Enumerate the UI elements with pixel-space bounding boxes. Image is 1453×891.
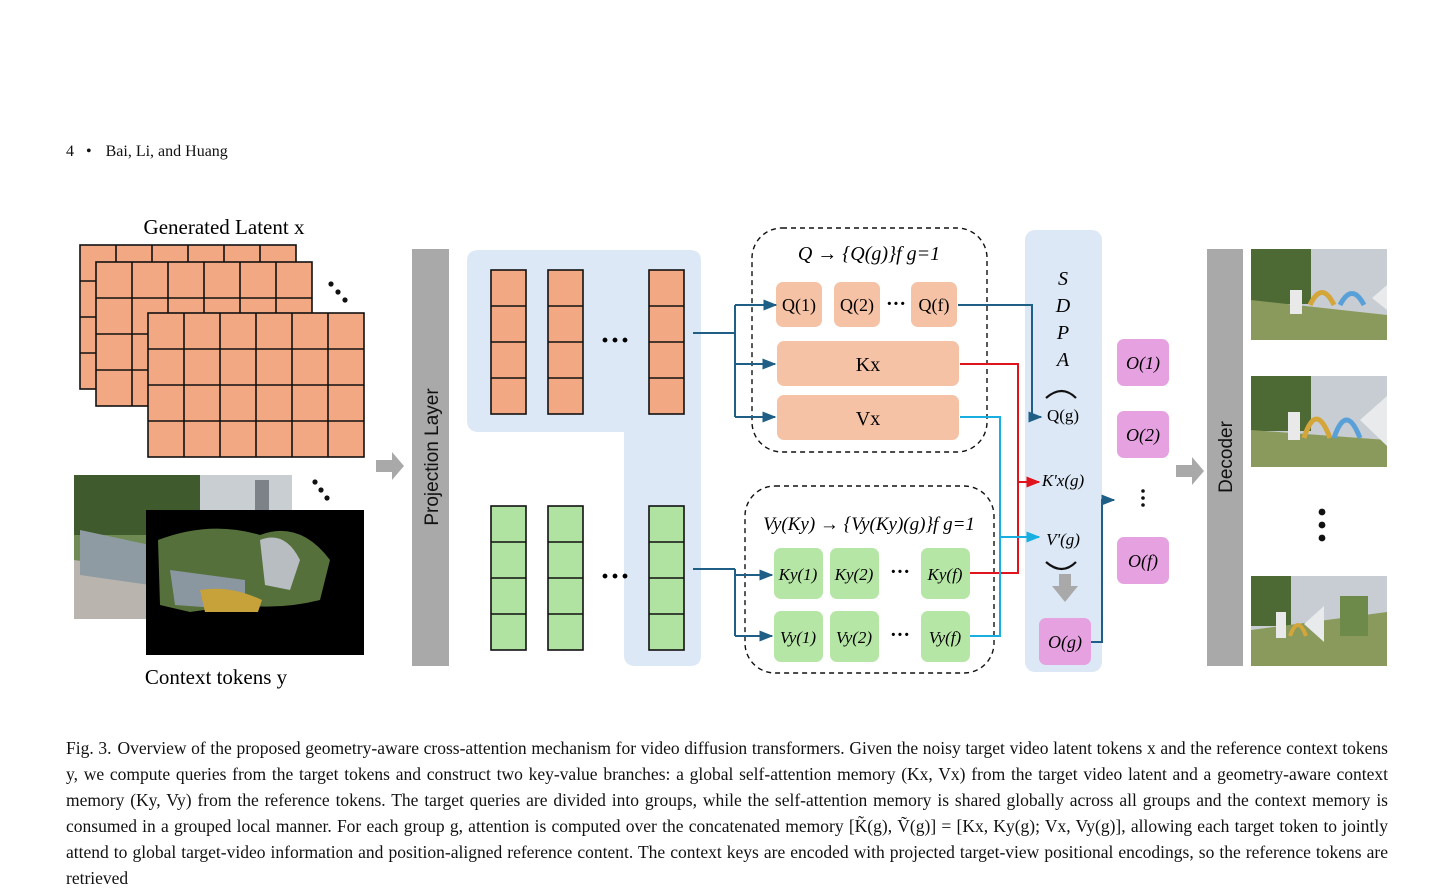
sdpa-letter-a: A [1055, 349, 1070, 371]
value-token-1-label: Vy(1) [780, 628, 817, 647]
context-columns-ellipsis: ··· [600, 560, 630, 593]
context-branch-box [744, 485, 995, 674]
output-token-1 [1117, 339, 1169, 386]
context-key-tokens: Ky(1) Ky(2) ··· Ky(f) [774, 548, 970, 599]
context-value-tokens: Vy(1) Vy(2) ··· Vy(f) [774, 611, 970, 662]
latent-grid-front [147, 312, 365, 458]
latent-stack-ellipsis [328, 281, 348, 303]
figure-caption: Fig. 3.Overview of the proposed geometry… [66, 735, 1388, 891]
query-token-2 [834, 282, 880, 327]
output-frame-2 [1251, 376, 1387, 467]
output-frame-1 [1251, 249, 1387, 340]
query-token-1-label: Q(1) [782, 295, 816, 316]
query-token-f [911, 282, 957, 327]
key-tokens-ellipsis: ··· [890, 561, 910, 583]
generated-latent-label: Generated Latent x [144, 215, 305, 239]
sdpa-output-token [1039, 618, 1091, 665]
output-token-2 [1117, 411, 1169, 458]
query-to-sdpa-arrow [958, 304, 1043, 423]
value-token-1 [774, 611, 823, 662]
value-tokens-ellipsis: ··· [890, 624, 910, 646]
sdpa-close-paren [1045, 561, 1077, 571]
sdpa-letter-d: D [1055, 295, 1071, 317]
key-token-2 [830, 548, 879, 599]
context-token-column [490, 505, 527, 651]
context-image-warped [146, 510, 364, 655]
sdpa-letter-s: S [1058, 268, 1068, 290]
caption-text: Overview of the proposed geometry-aware … [66, 738, 1388, 888]
context-keys-to-sdpa-line [970, 482, 1019, 574]
values-to-sdpa-arrow [960, 416, 1041, 543]
decoder-input-arrow [1176, 457, 1204, 485]
output-tokens: O(1) O(2) O(f) [1117, 339, 1169, 584]
context-token-column [648, 505, 685, 651]
sdpa-panel [1025, 230, 1102, 672]
header-authors: Bai, Li, and Huang [105, 143, 228, 160]
key-token-f [921, 548, 970, 599]
output-tokens-ellipsis [1141, 489, 1145, 507]
value-token-f [921, 611, 970, 662]
query-token-1 [776, 282, 822, 327]
query-tokens-ellipsis: ··· [886, 293, 906, 315]
target-token-column [490, 269, 527, 415]
query-token-f-label: Q(f) [919, 295, 950, 316]
key-token-f-label: Ky(f) [927, 565, 963, 584]
output-token-f [1117, 537, 1169, 584]
latent-grid-stack [79, 244, 365, 458]
target-token-column [547, 269, 584, 415]
vx-label: Vx [856, 408, 880, 430]
context-values-to-sdpa-line [970, 537, 1001, 637]
projection-layer [412, 249, 449, 666]
output-token-2-label: O(2) [1126, 425, 1160, 446]
context-branch-arrows [693, 568, 774, 642]
target-branch-arrows [693, 299, 778, 423]
sdpa-key-input: K'x(g) [1041, 471, 1085, 490]
target-columns-ellipsis: ··· [600, 324, 630, 357]
value-token-2-label: Vy(2) [836, 628, 873, 647]
value-token-f-label: Vy(f) [929, 628, 962, 647]
key-token-1 [774, 548, 823, 599]
sdpa-output-arrow [1091, 494, 1116, 643]
sdpa-letter-p: P [1056, 322, 1069, 344]
sdpa-output-label: O(g) [1048, 632, 1082, 653]
output-token-1-label: O(1) [1126, 353, 1160, 374]
context-token-column [547, 505, 584, 651]
decoder-block [1207, 249, 1243, 666]
key-token-2-label: Ky(2) [834, 565, 874, 584]
projection-layer-label: Projection Layer [422, 388, 443, 526]
kx-block [777, 341, 959, 386]
sdpa-value-input: V'(g) [1046, 530, 1080, 549]
architecture-figure: Generated Latent x Cont [74, 215, 1387, 689]
target-token-column [648, 269, 685, 415]
kx-label: Kx [856, 354, 880, 376]
context-tokens-label: Context tokens y [145, 665, 288, 689]
context-token-columns [490, 505, 685, 651]
context-stack-ellipsis [312, 479, 330, 501]
running-header: 4 • Bai, Li, and Huang [66, 143, 228, 161]
sdpa-open-paren [1045, 389, 1077, 399]
sdpa-down-arrow [1052, 574, 1078, 602]
target-token-columns [490, 269, 685, 415]
sdpa-query-input: Q(g) [1047, 406, 1079, 425]
vx-block [777, 395, 959, 440]
input-arrow [376, 452, 404, 480]
caption-label: Fig. 3. [66, 738, 112, 758]
output-frame-f [1251, 576, 1387, 666]
query-split-label: Q → {Q(g)}f g=1 [798, 243, 940, 265]
query-tokens: Q(1) Q(2) ··· Q(f) [776, 282, 957, 327]
header-separator: • [86, 143, 92, 160]
decoder-label: Decoder [1216, 420, 1237, 492]
value-token-2 [830, 611, 879, 662]
context-split-label: Vy(Ky) → {Vy(Ky)(g)}f g=1 [763, 514, 975, 535]
keys-to-sdpa-arrow [960, 363, 1041, 488]
output-frames-ellipsis [1318, 508, 1326, 542]
page-number: 4 [66, 143, 74, 160]
key-token-1-label: Ky(1) [778, 565, 818, 584]
query-token-2-label: Q(2) [840, 295, 874, 316]
output-token-f-label: O(f) [1128, 551, 1158, 572]
